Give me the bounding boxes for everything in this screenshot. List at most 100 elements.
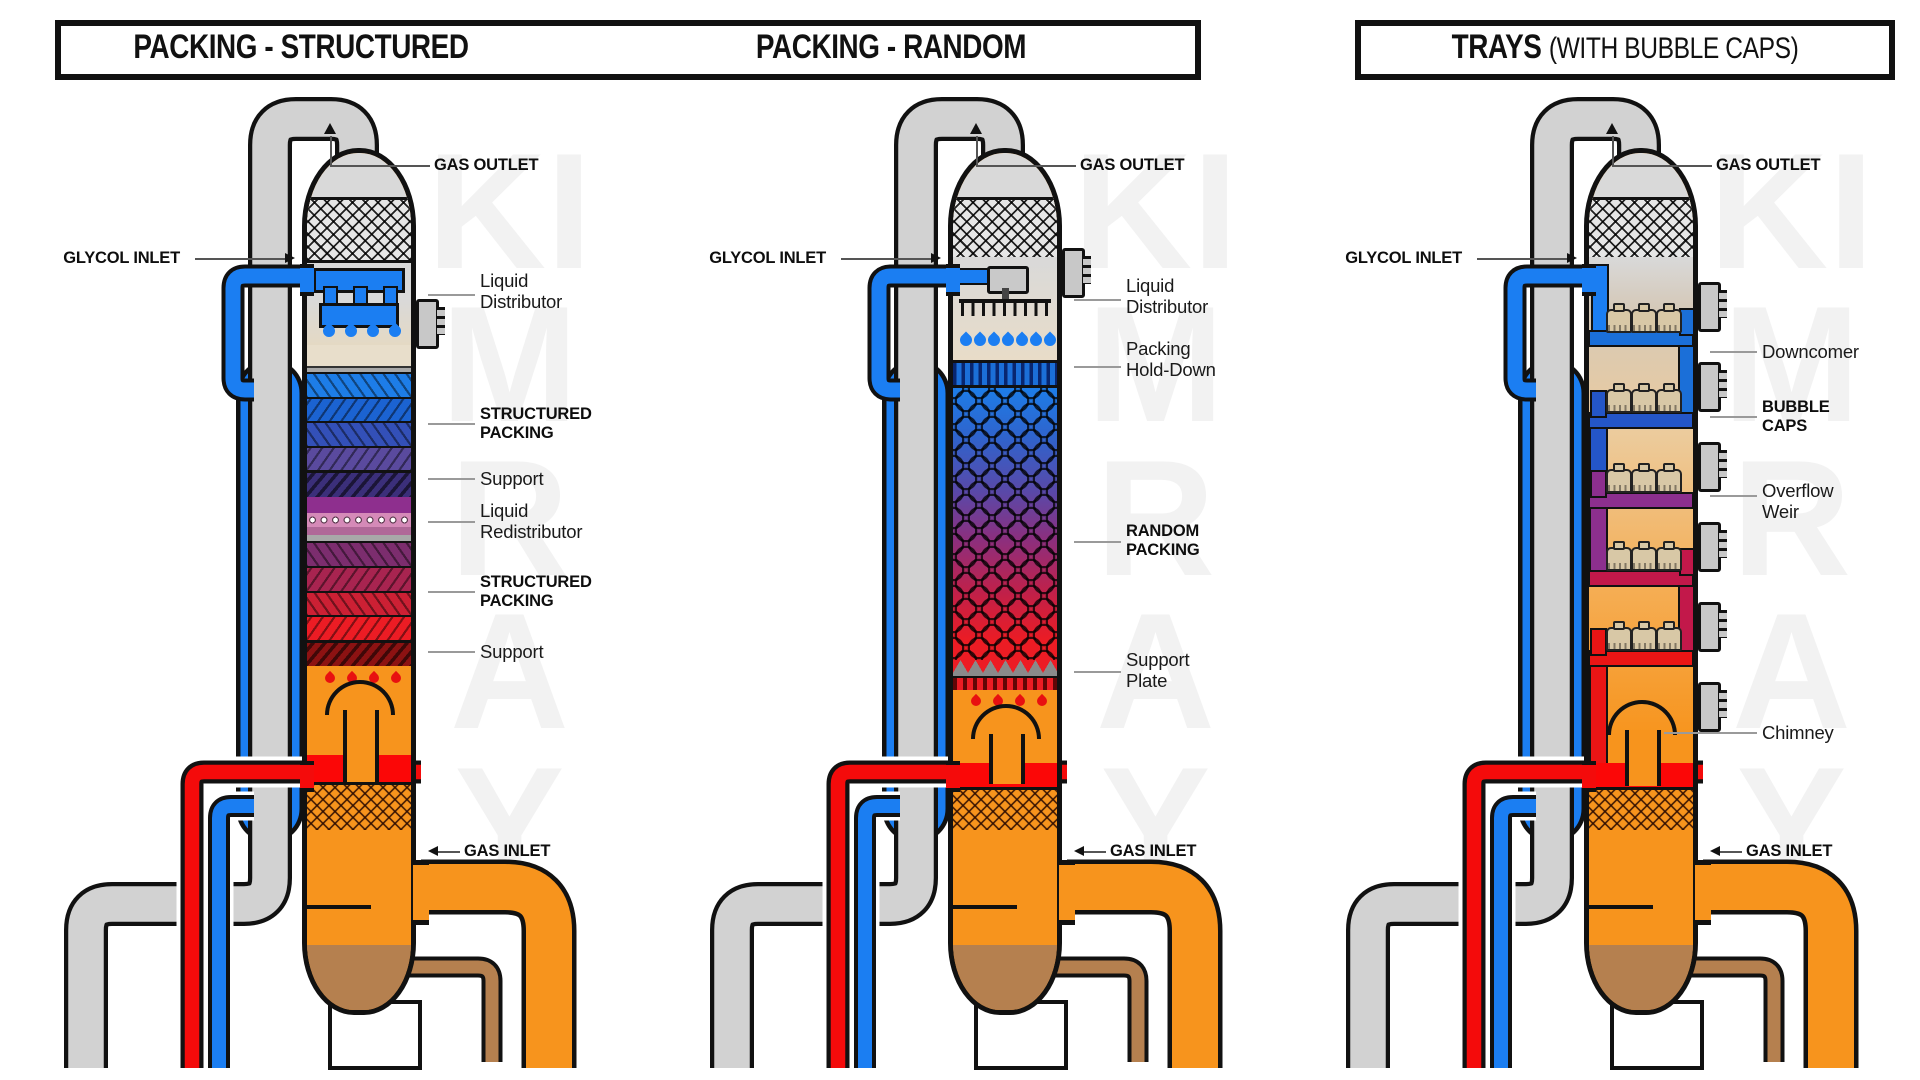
glycol-inlet-nozzle [300,264,314,296]
structured-packing-row [307,396,411,423]
chimney-tube [1625,730,1661,786]
spray-bar-teeth [961,303,1049,316]
left-arrow-icon [1074,846,1084,856]
structured-packing-lower-label: STRUCTURED PACKING [480,573,592,611]
gas-inlet-pipe [421,864,572,1068]
chimney-tube [989,734,1025,784]
leader-line [428,294,475,296]
fitting-bolts-icon [1719,690,1727,718]
gas-outlet-leader [1612,165,1712,167]
sump-liquid [953,945,1057,1010]
bubble-cap [1656,463,1682,493]
right-arrow-icon [931,253,941,263]
support-plate-teeth [953,660,1057,676]
side-nozzle-fitting [1698,602,1727,652]
glycol-inlet-nozzle [946,264,960,296]
piping-svg [64,97,577,1068]
bubble-cap [1631,463,1657,493]
side-nozzle-fitting [1698,282,1727,332]
leader-line [1710,351,1757,353]
leader-line [1710,416,1757,418]
gas-outlet-leader [976,165,1076,167]
side-nozzle-fitting [416,299,445,349]
packing-hold-down-label: Packing Hold-Down [1126,338,1216,380]
bubble-cap-trays-column: KIMRAY [1319,0,1879,1080]
support-lower-label: Support [480,641,544,662]
mist-extractor-mesh [953,197,1057,263]
leader-line [1710,495,1757,497]
liquid-distributor-label: Liquid Distributor [1126,275,1209,317]
rich-glycol-pipe [184,764,421,1068]
overflow-weir-stub [1590,628,1607,656]
distributor-stem [1002,288,1009,299]
leader-line [1074,541,1121,543]
leader-line [428,651,475,653]
side-nozzle-fitting [1698,682,1727,732]
inlet-scrubber-mesh [953,787,1057,836]
contactor-vessel [1584,148,1698,1015]
mist-extractor-mesh [307,197,411,263]
structured-packing-row [307,372,411,399]
leader-line [1074,299,1121,301]
fitting-bolts-icon [1719,450,1727,478]
gas-inlet-leader [1720,851,1742,853]
glycol-return-pipe [212,799,254,1068]
bubble-cap-tray [1589,492,1693,509]
bubble-cap [1656,383,1682,413]
contactor-vessel [302,148,416,1015]
sump-liquid [307,945,411,1010]
packing-headspace [307,345,411,366]
left-arrow-icon [428,846,438,856]
trays-title-sub: (WITH BUBBLE CAPS) [1548,32,1799,65]
side-nozzle-fitting [1698,442,1727,492]
sump-liquid [1589,945,1693,1010]
overflow-weir-stub [1590,390,1607,418]
bubble-cap [1631,383,1657,413]
random-packing-bed [953,385,1057,663]
rich-glycol-nozzle [300,760,314,792]
random-title: PACKING - RANDOM [755,28,1027,66]
glycol-inlet-leader [1477,258,1567,260]
right-arrow-icon [285,253,295,263]
leader-line [428,478,475,480]
liquid-distributor-label: Liquid Distributor [480,270,563,312]
random-packing-column: KIMRAY [683,0,1243,1080]
pipe-set [64,97,577,1068]
gas-inlet-label: GAS INLET [1746,842,1833,860]
inlet-scrubber-mesh [1589,787,1693,836]
up-arrow-icon [970,123,982,134]
support-ring [307,366,411,375]
inlet-gas-zone [1589,830,1693,945]
bubble-cap [1606,541,1632,571]
gas-inlet-nozzle [1695,859,1711,925]
gas-inlet-leader [438,851,460,853]
structured-packing-column: KIMRAY [37,0,597,1080]
structured-title: PACKING - STRUCTURED [133,28,469,66]
fitting-bolts-icon [1719,610,1727,638]
bubble-cap [1606,621,1632,651]
drain-pipe [383,960,499,1062]
kimray-watermark: KIMRAY [1073,119,1238,917]
structured-packing-row [307,445,411,472]
random-packing-label: RANDOM PACKING [1126,522,1200,560]
gas-inlet-nozzle [1059,859,1075,925]
redistributor-lower [307,527,411,535]
gas-outlet-leader [1612,136,1614,166]
glycol-inlet-leader [841,258,931,260]
redistributor-upper [307,497,411,513]
left-arrow-icon [1710,846,1720,856]
liquid-redistributor-label: Liquid Redistributor [480,500,583,542]
bubble-cap-tray [1589,412,1693,429]
bubble-cap [1631,303,1657,333]
bubble-cap [1631,541,1657,571]
liquid-level-line [307,905,371,909]
distributor-lower-bar [319,303,399,328]
rich-glycol-nozzle [1582,760,1596,792]
kimray-watermark: KIMRAY [1709,119,1874,917]
support-plate-label: Support Plate [1126,649,1190,691]
side-nozzle-fitting [1698,362,1727,412]
bubble-cap [1606,303,1632,333]
fitting-bolts-icon [1719,290,1727,318]
overflow-weir-label: Overflow Weir [1762,480,1834,522]
gas-outlet-leader [330,136,332,166]
